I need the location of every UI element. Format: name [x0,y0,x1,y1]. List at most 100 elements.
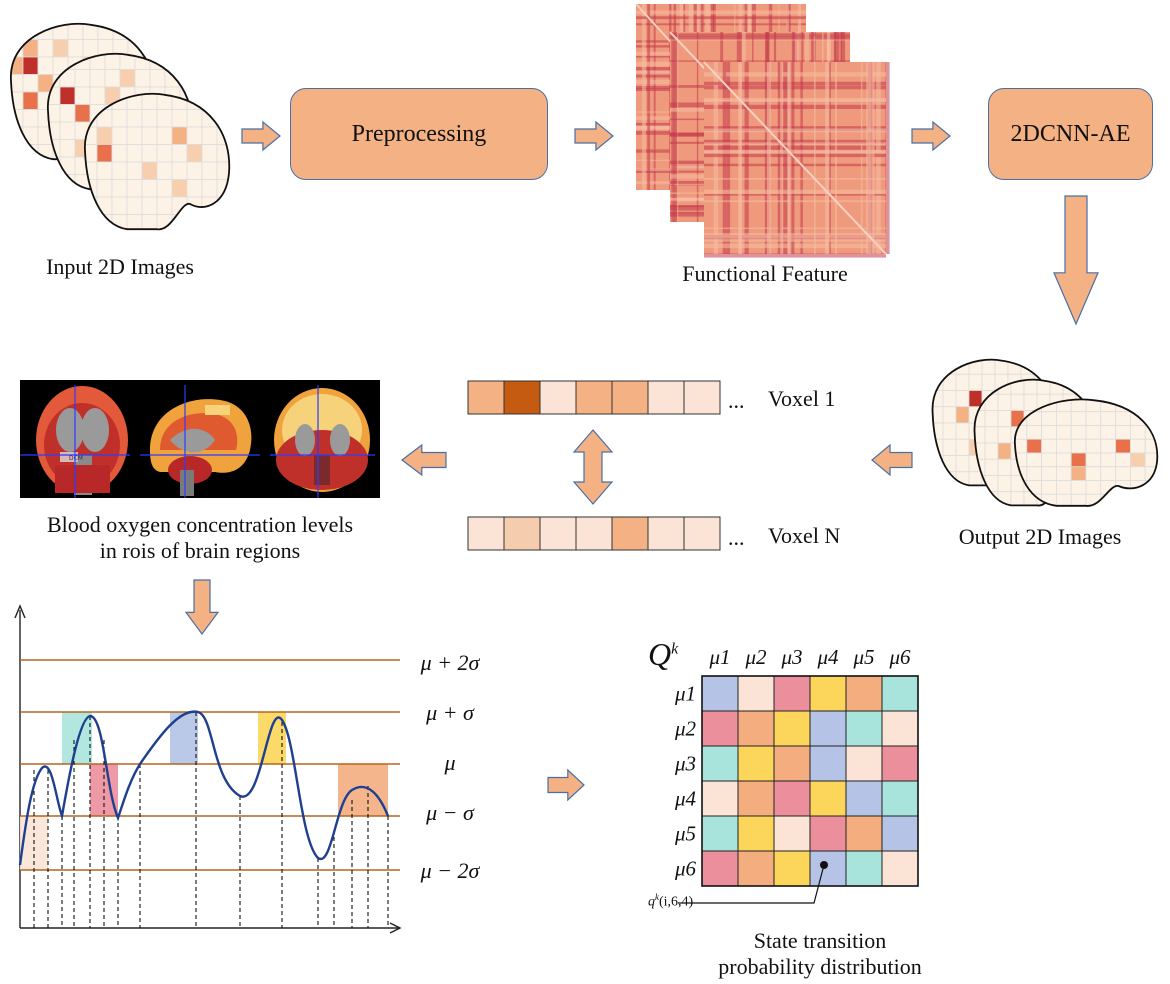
brain-grid-cell [1046,359,1058,375]
feature-sheet-3 [703,61,890,258]
brain-grid-cell [1115,452,1131,468]
brain-grid-cell [201,179,218,198]
brain-grid-cell [997,458,1012,476]
brain-grid-cell [216,109,230,128]
feature-stripe-v [780,62,783,254]
matrix-cell [701,745,739,782]
brain-grid-cell [134,69,151,88]
axial-slice: DCM [36,386,128,495]
brain-grid-cell [47,174,61,190]
feature-stripe-v [653,4,656,190]
feature-stripe-h [704,243,886,249]
matrix-cell [881,850,919,887]
brain-grid-cell [1130,493,1146,506]
feature-stripe-v [828,62,831,254]
matrix-col-header: μ5 [852,645,874,669]
brain-grid-cell [126,109,143,128]
brain-grid-cell [186,126,203,145]
brain-grid-cell [1026,452,1043,468]
brain-grid-cell [955,455,970,473]
brain-grid-cell [997,442,1012,460]
brain-grid-cell [1085,452,1102,468]
matrix-cell [845,850,883,887]
matrix-symbol-q: Q [648,636,672,672]
brain-grid-cell [201,161,218,180]
preprocessing-box: Preprocessing [290,88,548,180]
matrix-row-header: μ2 [674,717,697,741]
functional-feature-label: Functional Feature [682,261,848,286]
brain-grid-cell [1026,425,1043,440]
brain-grid-cell [984,442,999,460]
feature-stripe-h [704,145,886,151]
brain-grid-cell [186,179,203,198]
matrix-cell [881,745,919,782]
matrix-col-header: μ3 [780,645,802,669]
feature-stripe-h [670,60,850,62]
arrow-slices-to-chart [184,579,220,636]
brain-grid-cell [1007,359,1022,375]
brain-grid-cell [1041,480,1057,495]
threshold-mu-plus-sigma: μ + σ [426,700,474,725]
brain-grid-cell [59,156,76,175]
state-transition-label-line1: State transition [753,928,887,953]
signal-curve [18,710,390,866]
matrix-cell [773,675,811,712]
brain-grid-cell [82,39,99,58]
feature-stripe-v [866,62,870,254]
brain-grid-cell [126,161,143,180]
feature-stripe-v [726,62,731,254]
feature-stripe-h [704,139,886,144]
feature-stripe-h [636,23,806,26]
feature-stripe-h [704,85,886,90]
brain-grid-cell [142,23,156,40]
brain-grid-cell [216,179,230,198]
brain-grid-cell [111,161,128,180]
feature-stripe-h [704,193,886,196]
matrix-col-header: μ4 [816,645,839,669]
brain-grid-cell [156,109,173,128]
feature-stripe-h [704,81,886,86]
brain-grid-cell [156,144,173,163]
brain-grid-cell [156,161,173,180]
matrix-symbol: Qk [648,636,678,673]
q-annotation: qk(i,6,4) [648,892,693,911]
brain-grid-cell [74,69,91,88]
feature-stripe-h [704,163,886,167]
brain-grid-cell [1041,466,1057,481]
brain-grid-cell [932,359,944,375]
brain-grid-cell [997,393,1012,411]
brain-grid-cell [201,214,218,230]
brain-grid-cell [126,126,143,145]
brain-grid-cell [171,161,188,180]
voxel-cell [575,380,613,415]
brain-grid-cell [955,406,970,424]
matrix-cell [845,780,883,817]
feature-stripe-h [704,153,886,158]
feature-stripe-h [704,97,886,102]
brain-slice-tag: DCM [69,455,83,462]
voxel-cell [647,516,685,551]
feature-stripe-v [783,62,788,254]
brain-grid-cell [1041,425,1057,440]
brain-grid-cell [201,126,218,145]
brain-grid-cell [984,458,999,476]
brain-grid-cell [1023,393,1038,411]
brain-grid-cell [1144,493,1158,506]
brain-grid-cell [52,39,69,58]
brain-grid-cell [22,23,39,40]
brain-grid-cell [968,373,983,391]
feature-stripe-v [671,32,675,222]
feature-stripe-v [777,62,782,254]
brain-grid-cell [96,126,113,145]
feature-stripe-h [636,10,806,15]
preprocessing-label: Preprocessing [351,120,487,147]
brain-grid-cell [10,23,24,40]
brain-grid-cell [141,109,158,128]
feature-stripe-v [738,62,742,254]
brain-grid-cell [1144,399,1158,413]
matrix-pointer-line [678,864,825,904]
matrix-cell [737,710,775,747]
brain-grid-cell [942,390,957,408]
feature-stripe-v [871,62,875,254]
